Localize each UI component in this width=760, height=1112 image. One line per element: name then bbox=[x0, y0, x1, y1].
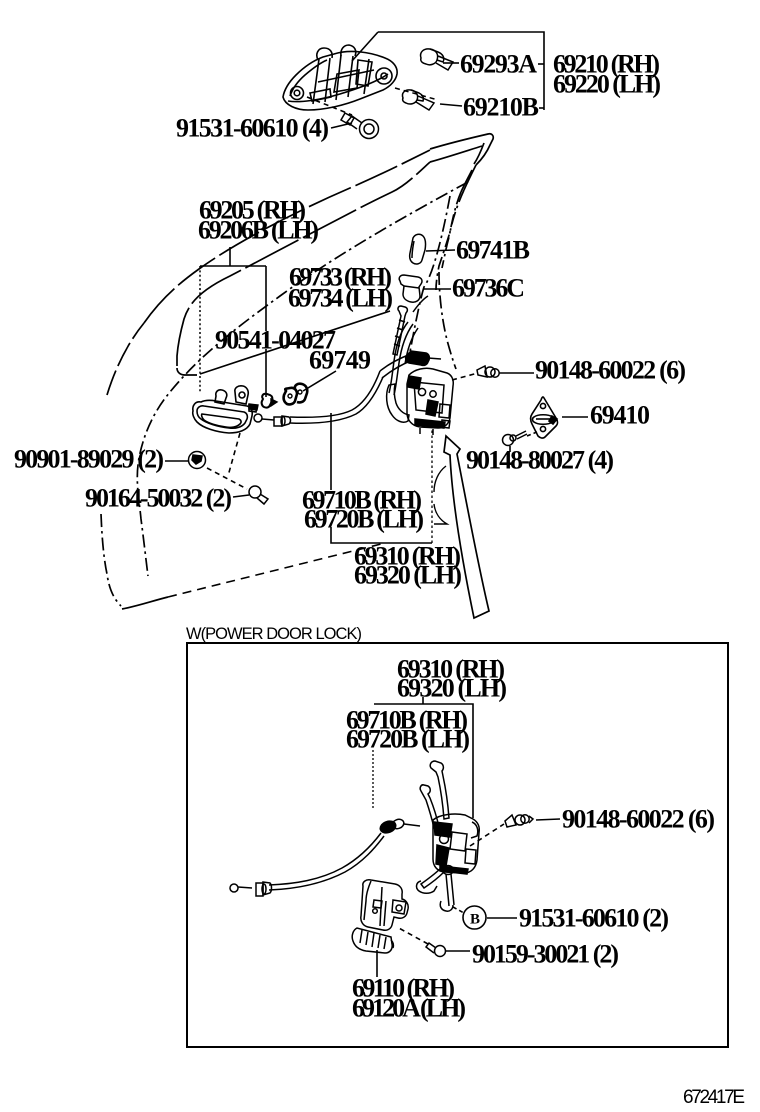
svg-text:69710B (RH): 69710B (RH) bbox=[302, 486, 422, 515]
svg-text:90148-60022 (6): 90148-60022 (6) bbox=[535, 356, 686, 385]
svg-text:69734 (LH): 69734 (LH) bbox=[288, 284, 393, 313]
svg-text:69205 (RH): 69205 (RH) bbox=[199, 196, 306, 225]
svg-text:90148-60022 (6): 90148-60022 (6) bbox=[562, 805, 715, 834]
svg-text:69733 (RH): 69733 (RH) bbox=[289, 263, 392, 292]
svg-text:672417E: 672417E bbox=[683, 1087, 745, 1108]
svg-text:69720B (LH): 69720B (LH) bbox=[346, 725, 470, 754]
svg-text:69410: 69410 bbox=[590, 401, 650, 430]
svg-text:69320 (LH): 69320 (LH) bbox=[354, 561, 462, 590]
svg-text:91531-60610 (2): 91531-60610 (2) bbox=[519, 904, 669, 933]
svg-text:69720B (LH): 69720B (LH) bbox=[304, 505, 424, 534]
svg-text:69210 (RH): 69210 (RH) bbox=[553, 50, 660, 79]
svg-text:69120A (LH): 69120A (LH) bbox=[352, 994, 466, 1023]
svg-text:69741B: 69741B bbox=[456, 236, 530, 265]
svg-text:90148-80027 (4): 90148-80027 (4) bbox=[466, 446, 614, 475]
svg-text:69710B (RH): 69710B (RH) bbox=[346, 706, 468, 735]
svg-text:69210B: 69210B bbox=[463, 93, 539, 122]
svg-text:91531-60610 (4): 91531-60610 (4) bbox=[176, 114, 329, 143]
svg-text:69320 (LH): 69320 (LH) bbox=[397, 674, 507, 703]
svg-text:69749: 69749 bbox=[309, 346, 371, 375]
svg-text:90164-50032 (2): 90164-50032 (2) bbox=[85, 484, 232, 513]
svg-text:69220 (LH): 69220 (LH) bbox=[553, 70, 661, 99]
svg-text:90159-30021 (2): 90159-30021 (2) bbox=[472, 940, 619, 969]
svg-text:69310 (RH): 69310 (RH) bbox=[397, 655, 505, 684]
svg-text:W(POWER DOOR LOCK): W(POWER DOOR LOCK) bbox=[186, 625, 362, 643]
svg-text:69293A: 69293A bbox=[460, 50, 537, 79]
svg-text:69206B (LH): 69206B (LH) bbox=[198, 216, 319, 245]
svg-text:B: B bbox=[470, 912, 480, 928]
svg-text:69736C: 69736C bbox=[452, 274, 525, 303]
svg-text:69110 (RH): 69110 (RH) bbox=[352, 974, 455, 1003]
